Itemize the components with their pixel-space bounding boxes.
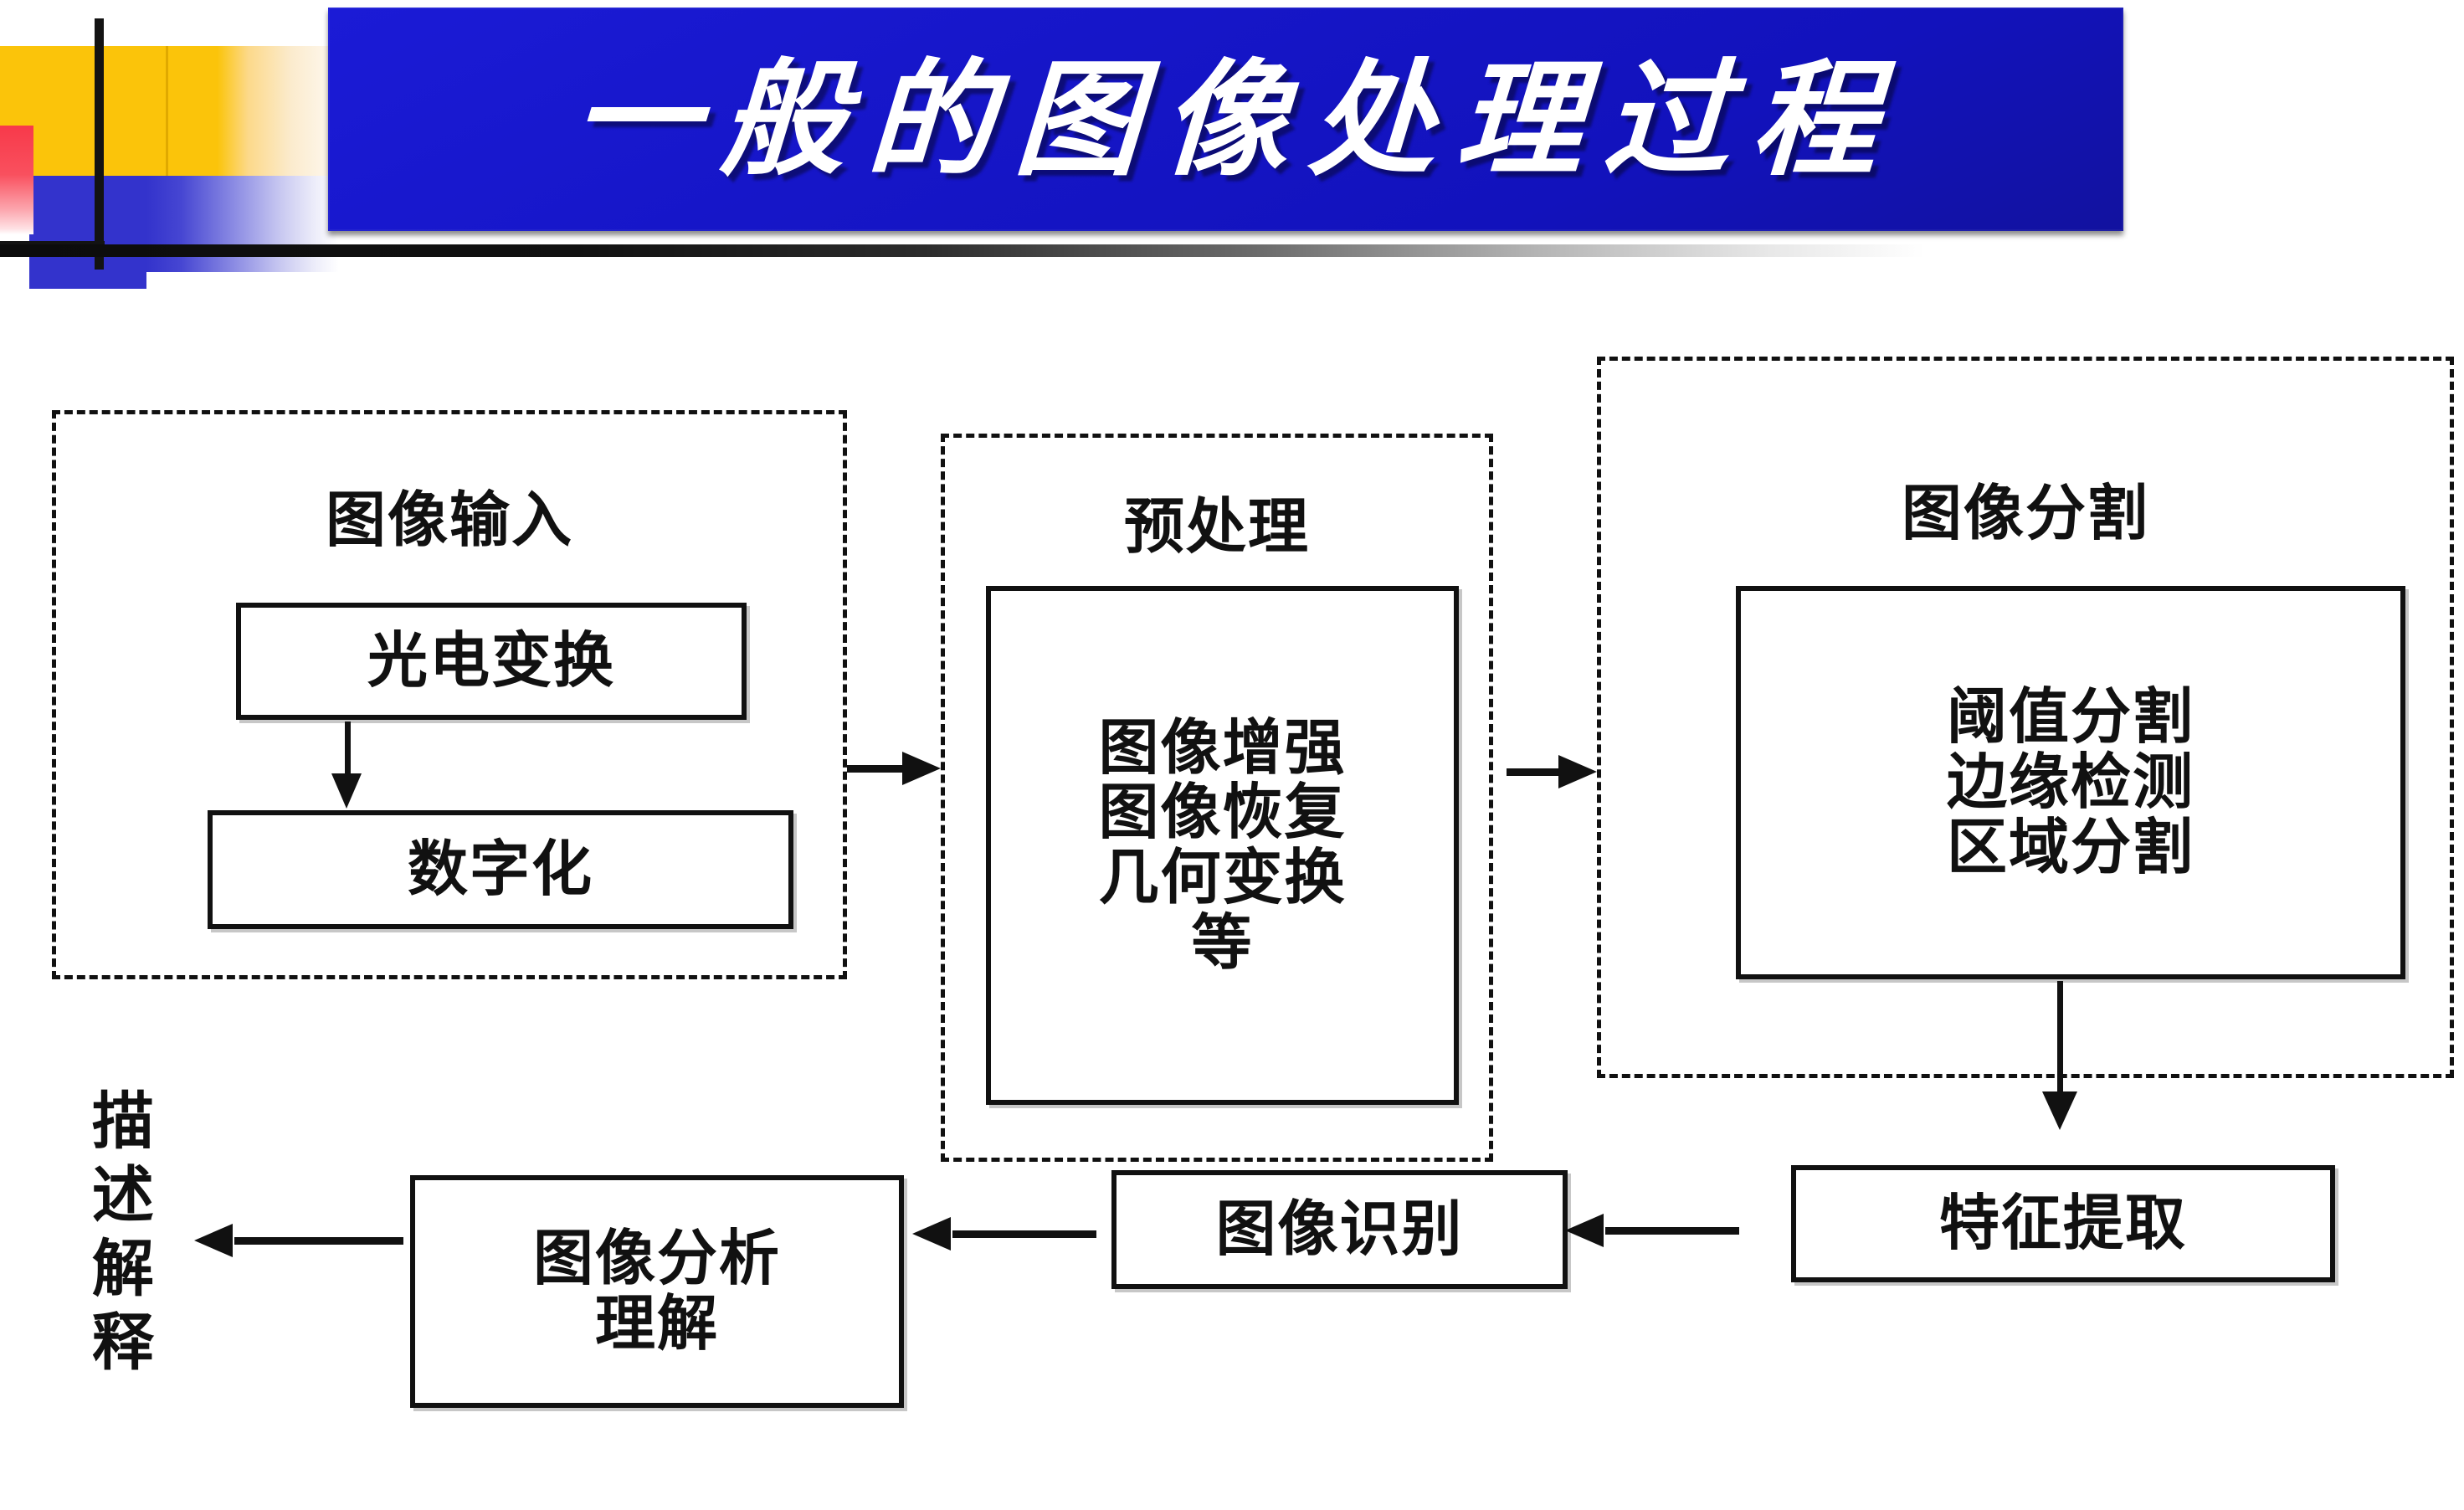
box-image-recognition-label: 图像识别 bbox=[1215, 1194, 1464, 1265]
box-digitization: 数字化 bbox=[208, 810, 793, 929]
box-segmentation-methods-line-2: 区域分割 bbox=[1946, 811, 2194, 882]
box-feature-extraction-label: 特征提取 bbox=[1938, 1188, 2187, 1259]
stage-image-input-title: 图像输入 bbox=[325, 485, 573, 555]
box-image-analysis-line-1: 理解 bbox=[594, 1288, 719, 1358]
label-description-interpretation: 描述解释 bbox=[81, 1088, 154, 1383]
title-banner: 一般的图像处理过程 bbox=[328, 8, 2123, 231]
ornament-red-block bbox=[0, 126, 33, 234]
box-photoelectric-conversion-line-0: 光电变换 bbox=[367, 625, 615, 696]
box-image-analysis-line-0: 图像分析 bbox=[532, 1223, 781, 1294]
box-segmentation-methods: 阈值分割 边缘检测 区域分割 bbox=[1736, 586, 2405, 979]
ornament-vertical-rule bbox=[95, 18, 104, 270]
ornament-blue-block bbox=[29, 176, 146, 289]
box-image-recognition: 图像识别 bbox=[1111, 1170, 1568, 1289]
stage-image-segmentation-title: 图像分割 bbox=[1901, 478, 2149, 548]
ornament-blue-gradient bbox=[146, 176, 339, 272]
stage-preprocessing-title: 预处理 bbox=[1123, 491, 1310, 562]
box-segmentation-methods-line-1: 边缘检测 bbox=[1946, 747, 2194, 818]
stage-image-input bbox=[52, 410, 847, 979]
corner-ornament bbox=[0, 0, 368, 352]
box-preprocessing-methods-line-3: 等 bbox=[1191, 907, 1254, 978]
box-preprocessing-methods: 图像增强 图像恢复 几何变换 等 bbox=[986, 586, 1459, 1105]
box-preprocessing-methods-line-1: 图像恢复 bbox=[1098, 777, 1347, 848]
box-preprocessing-methods-line-0: 图像增强 bbox=[1098, 711, 1347, 783]
box-segmentation-methods-line-0: 阈值分割 bbox=[1946, 681, 2194, 752]
slide-title: 一般的图像处理过程 bbox=[569, 45, 1904, 193]
stage-image-segmentation bbox=[1597, 357, 2454, 1078]
stage-preprocessing bbox=[941, 434, 1493, 1162]
box-photoelectric-conversion: 光电变换 bbox=[236, 603, 747, 720]
box-image-analysis: 图像分析 理解 bbox=[410, 1175, 904, 1408]
box-feature-extraction: 特征提取 bbox=[1791, 1165, 2335, 1282]
box-preprocessing-methods-line-2: 几何变换 bbox=[1098, 842, 1347, 912]
header-divider-rule bbox=[0, 244, 1925, 257]
box-digitization-line-0: 数字化 bbox=[407, 834, 593, 905]
ornament-yellow-edge-rule bbox=[166, 46, 168, 178]
